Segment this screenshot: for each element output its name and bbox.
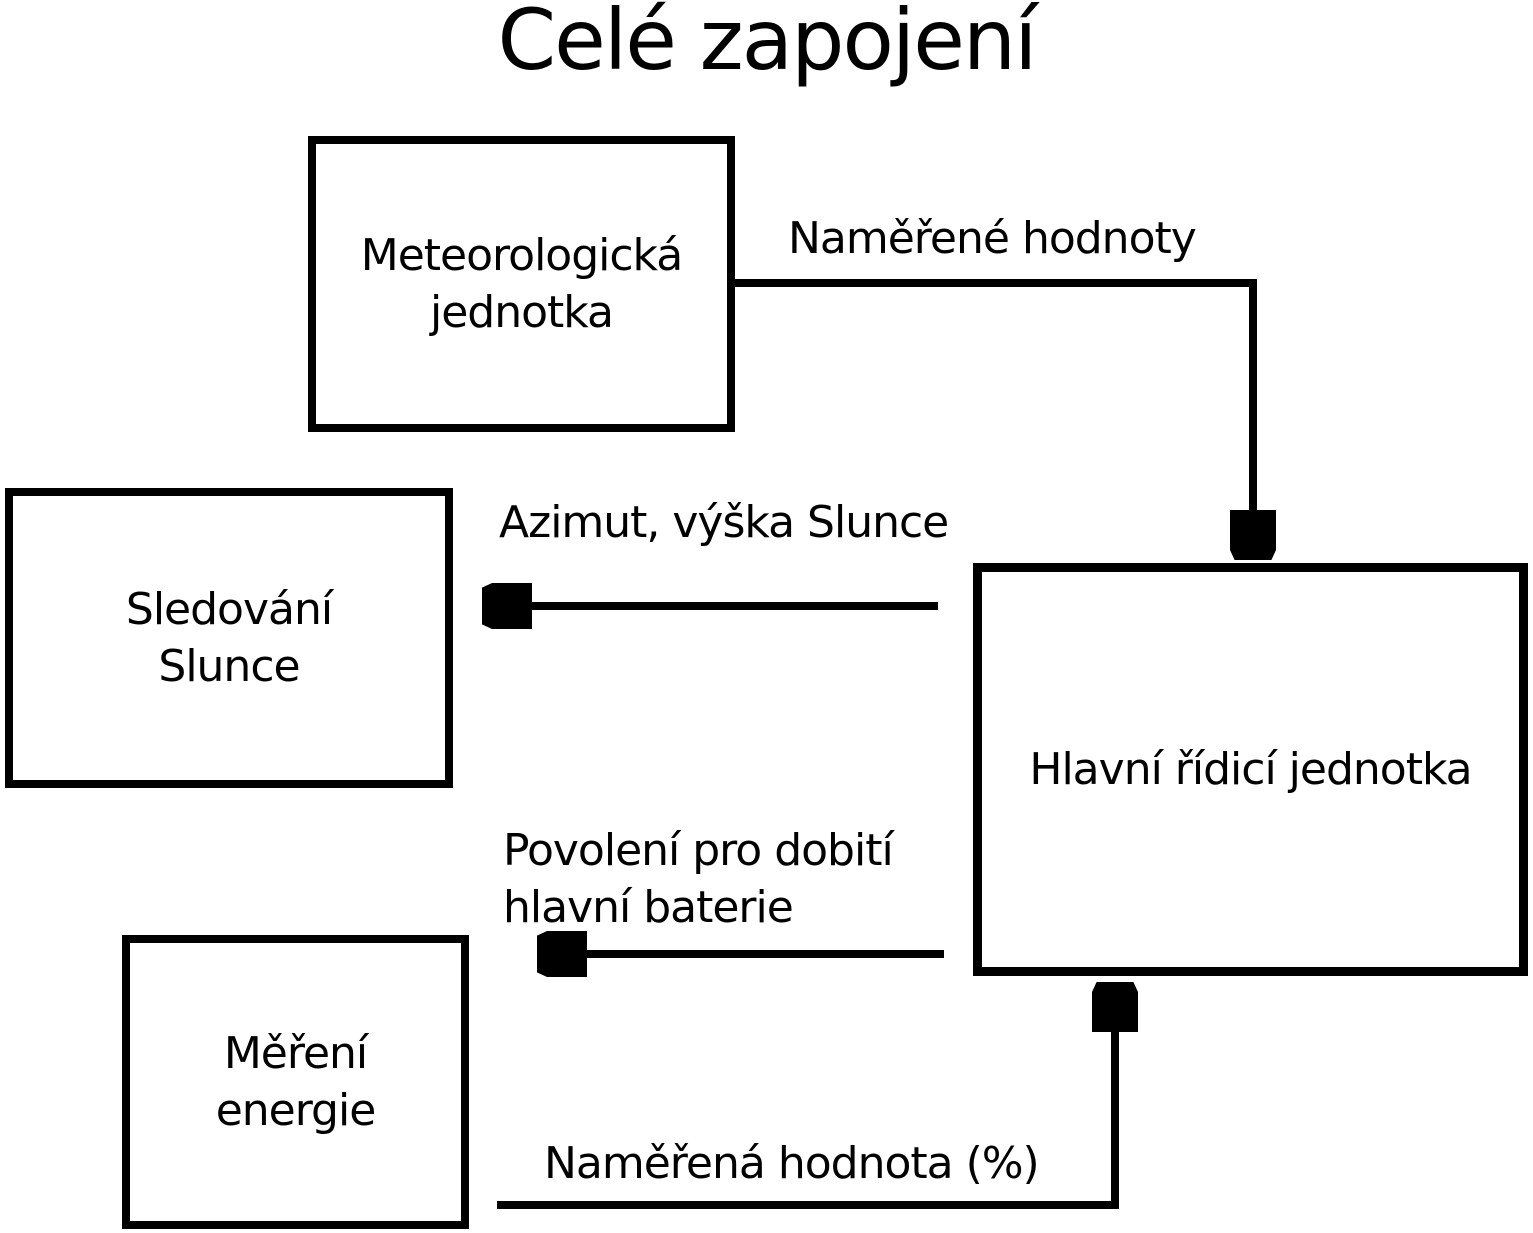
box-mereni-label: Měření energie: [215, 1025, 377, 1139]
arrow-label-povoleni-line2: hlavní baterie: [503, 882, 794, 934]
box-meteorologicka-line2: jednotka: [430, 287, 614, 338]
arrow-label-namerena-hodnota: Naměřená hodnota (%): [544, 1138, 1040, 1189]
box-meteorologicka-jednotka: Meteorologická jednotka: [308, 136, 735, 432]
arrow-label-povoleni-pro-dobiti: Povolení pro dobití hlavní baterie: [503, 822, 894, 936]
box-hlavni-label: Hlavní řídicí jednotka: [1029, 741, 1472, 798]
box-sledovani-slunce: Sledování Slunce: [5, 488, 453, 788]
box-meteorologicka-line1: Meteorologická: [360, 229, 683, 281]
box-meteorologicka-label: Meteorologická jednotka: [360, 227, 683, 341]
box-sledovani-label: Sledování Slunce: [125, 581, 333, 695]
box-mereni-line1: Měření: [223, 1027, 368, 1079]
box-mereni-line2: energie: [215, 1085, 377, 1136]
box-hlavni-line1: Hlavní řídicí jednotka: [1029, 743, 1472, 795]
arrow-namerena-hodnota: [497, 986, 1115, 1209]
box-sledovani-line1: Sledování: [125, 583, 333, 635]
diagram-title: Celé zapojení: [497, 0, 1038, 89]
box-hlavni-ridici-jednotka: Hlavní řídicí jednotka: [973, 563, 1528, 976]
box-mereni-energie: Měření energie: [122, 935, 469, 1229]
arrow-label-azimut-vyska-slunce: Azimut, výška Slunce: [499, 497, 949, 548]
arrow-label-povoleni-line1: Povolení pro dobití: [503, 825, 894, 876]
arrow-label-namerene-hodnoty: Naměřené hodnoty: [788, 213, 1197, 264]
arrow-namerene-hodnoty: [735, 279, 1253, 556]
box-sledovani-line2: Slunce: [158, 641, 300, 692]
